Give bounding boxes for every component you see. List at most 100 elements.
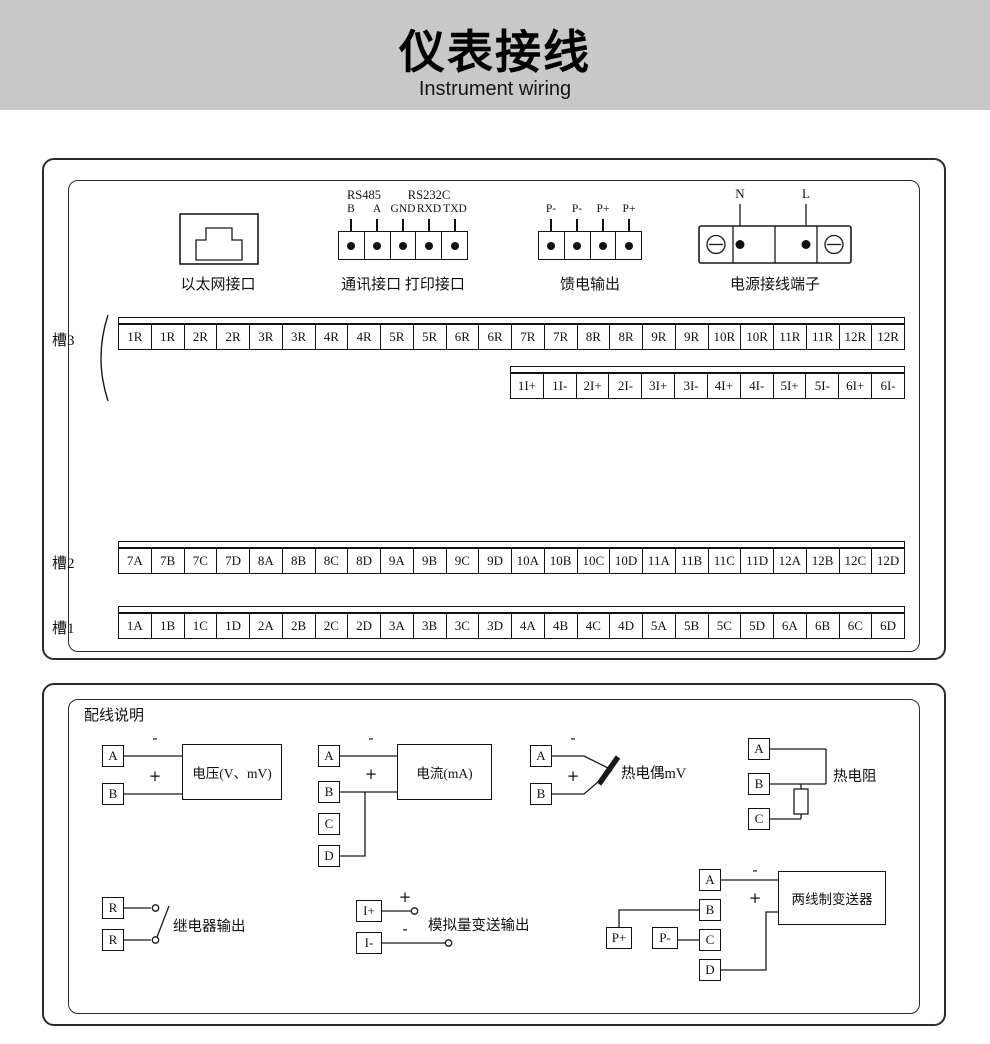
terminal-cell: 6A xyxy=(773,614,806,638)
screw-terminal xyxy=(415,232,441,259)
terminal-cell: 9A xyxy=(380,549,413,573)
terminal-cell: 11D xyxy=(740,549,773,573)
rtd-terminal-b: B xyxy=(748,773,770,795)
pin-wire-stub xyxy=(390,219,416,231)
terminal-cell: 2D xyxy=(347,614,380,638)
pin-wire-stub xyxy=(564,219,590,231)
rs232c-label: RS232C xyxy=(407,188,451,202)
terminal-cell: 5I- xyxy=(805,374,838,398)
slot3-label: 槽3 xyxy=(52,333,75,349)
terminal-cell: 3D xyxy=(478,614,511,638)
terminal-cell: 3R xyxy=(281,325,315,349)
transmitter-terminal-b: B xyxy=(699,899,721,921)
terminal-cell: 2I- xyxy=(608,374,641,398)
terminal-cell: 1A xyxy=(126,618,143,633)
analog-terminal-iminus: I- xyxy=(356,932,382,954)
terminal-cell: 3I+ xyxy=(641,374,674,398)
pin-label: TXD xyxy=(443,203,467,215)
terminal-cell: 7D xyxy=(216,549,249,573)
thermocouple-label: 热电偶mV xyxy=(621,766,687,782)
terminal-cell: 2R xyxy=(183,325,217,349)
voltage-device-box: 电压(V、mV) xyxy=(182,744,282,800)
terminal-cell: 7C xyxy=(183,549,217,573)
slot2-rail xyxy=(118,541,905,548)
pin-label: P- xyxy=(545,203,557,215)
terminal-cell: 4B xyxy=(543,614,577,638)
transmitter-terminal-pminus: P- xyxy=(652,927,678,949)
transmitter-device-box: 两线制变送器 xyxy=(778,871,886,925)
terminal-cell: 1I- xyxy=(542,374,576,398)
screw-terminal xyxy=(389,232,416,259)
analog-minus-sign: - xyxy=(402,920,408,938)
screw-dot-icon xyxy=(398,241,407,250)
header-band: 仪表接线 Instrument wiring xyxy=(0,0,990,110)
terminal-cell: 12R xyxy=(871,325,904,349)
terminal-cell: 8A xyxy=(249,549,282,573)
terminal-cell: 11R xyxy=(805,325,839,349)
terminal-cell: 9R xyxy=(642,325,675,349)
slot1-rail xyxy=(118,606,905,613)
terminal-cell: 12R xyxy=(838,325,872,349)
terminal-panel-inner-border xyxy=(68,180,920,652)
terminal-cell: 8B xyxy=(281,549,315,573)
pin-label: RXD xyxy=(416,203,442,215)
slot3-current-rail xyxy=(510,366,905,373)
page-subtitle: Instrument wiring xyxy=(418,78,572,100)
wiring-panel-inner-border xyxy=(68,699,920,1014)
pin-wire-stub xyxy=(590,219,616,231)
slot2-label: 槽2 xyxy=(52,556,75,572)
terminal-cell: 6C xyxy=(838,614,872,638)
power-pin-n-label: N xyxy=(735,186,745,201)
terminal-cell: 5A xyxy=(642,614,675,638)
terminal-cell: 11C xyxy=(707,549,741,573)
feed-terminal-strip xyxy=(538,231,642,260)
terminal-cell: 7R xyxy=(511,325,544,349)
screw-dot-icon xyxy=(547,241,556,250)
feed-output-label: 馈电输出 xyxy=(559,277,620,293)
pin-wire-stub xyxy=(364,219,390,231)
terminal-cell: 1D xyxy=(216,614,249,638)
screw-terminal xyxy=(339,232,364,259)
terminal-cell: 4C xyxy=(576,614,610,638)
terminal-cell: 4I+ xyxy=(706,374,740,398)
terminal-cell: 8R xyxy=(609,325,642,349)
terminal-cell: 11B xyxy=(674,549,708,573)
rs485-label: RS485 xyxy=(346,188,382,202)
rtd-terminal-c: C xyxy=(748,808,770,830)
screw-terminal xyxy=(589,232,616,259)
slot3-relay-rail xyxy=(118,317,905,324)
terminal-panel-outer-border xyxy=(42,158,946,660)
voltage-terminal-a: A xyxy=(102,745,124,767)
slot3-current-row: 1I+1I-2I+2I-3I+3I-4I+4I-5I+5I-6I+6I- xyxy=(510,373,905,399)
thermocouple-terminal-b: B xyxy=(530,783,552,805)
current-device-box: 电流(mA) xyxy=(397,744,492,800)
terminal-cell: 5R xyxy=(380,325,413,349)
terminal-cell: 3A xyxy=(380,614,413,638)
feed-pin-stubs xyxy=(538,219,642,231)
analog-plus-sign: + xyxy=(398,888,412,906)
terminal-cell: 10B xyxy=(543,549,577,573)
rtd-label: 热电阻 xyxy=(833,769,877,785)
pin-label: GND xyxy=(390,203,416,215)
terminal-cell: 2B xyxy=(281,614,315,638)
current-terminal-b: B xyxy=(318,781,340,803)
power-terminal-label: 电源接线端子 xyxy=(729,277,820,293)
terminal-cell: 10C xyxy=(576,549,610,573)
thermocouple-terminal-a: A xyxy=(530,745,552,767)
current-minus-sign: - xyxy=(368,729,374,747)
pin-wire-stub xyxy=(416,219,442,231)
pin-label: A xyxy=(372,203,382,215)
terminal-cell: 7A xyxy=(126,553,143,568)
terminal-cell: 1R xyxy=(150,325,184,349)
pin-label: P+ xyxy=(622,203,636,215)
terminal-cell: 6R xyxy=(445,325,479,349)
pin-label: P- xyxy=(571,203,583,215)
current-terminal-d: D xyxy=(318,845,340,867)
terminal-cell: 6B xyxy=(805,614,839,638)
terminal-cell: 10D xyxy=(609,549,642,573)
screw-dot-icon xyxy=(573,241,582,250)
relay-terminal-r2: R xyxy=(102,929,124,951)
relay-terminal-r1: R xyxy=(102,897,124,919)
terminal-cell: 9B xyxy=(412,549,446,573)
